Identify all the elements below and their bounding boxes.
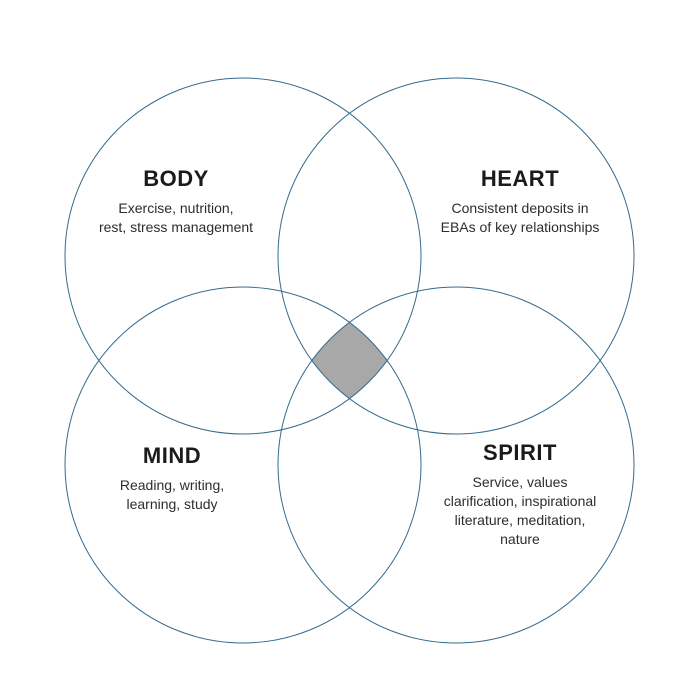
- body-circle: [64, 77, 422, 435]
- mind-circle: [64, 286, 422, 644]
- spirit-circle: [277, 286, 635, 644]
- heart-circle: [277, 77, 635, 435]
